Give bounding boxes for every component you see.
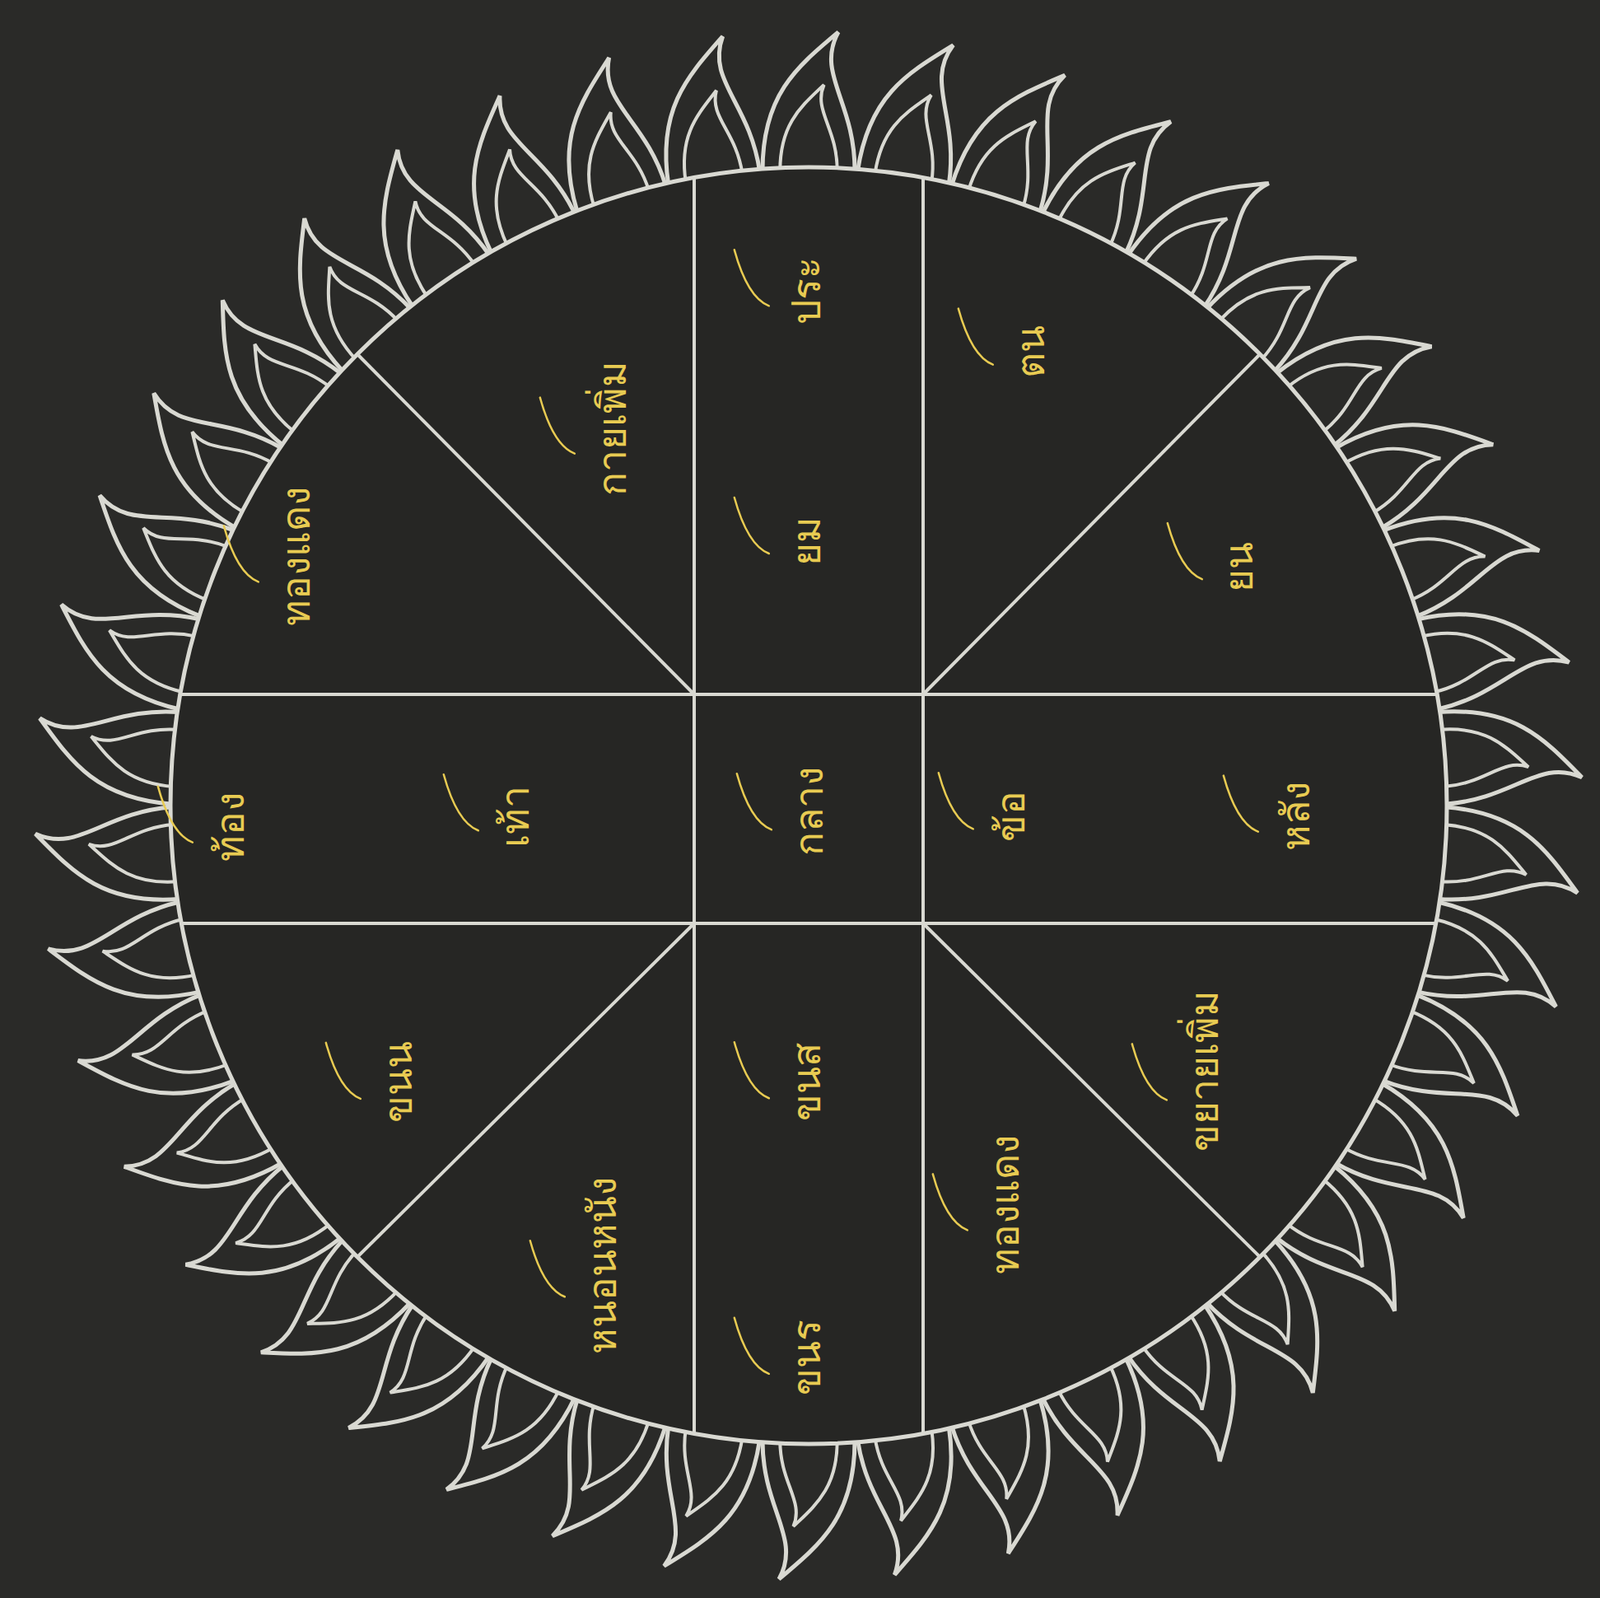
yellow-flourish — [443, 774, 479, 831]
flame-outline — [33, 701, 179, 804]
yellow-flourish — [1167, 522, 1203, 579]
yellow-flourish — [223, 525, 259, 582]
wheel-cell: ประยม — [775, 251, 837, 571]
flame-petal — [762, 1440, 855, 1579]
yellow-flourish — [530, 1240, 565, 1297]
flame-outline — [648, 1426, 761, 1577]
flame-inner — [779, 1440, 837, 1526]
wheel-cell: ตน — [999, 320, 1061, 383]
yellow-flourish — [938, 772, 974, 829]
cell-label: หลัง — [1269, 781, 1321, 851]
flame-outline — [858, 33, 971, 185]
cell-label: ประ — [780, 256, 832, 325]
wheel-cell: ท้อง เท้า — [199, 780, 546, 868]
wheel-cell: หลัง ข้อ — [979, 776, 1326, 856]
flame-petal — [33, 806, 179, 910]
grid-line — [692, 177, 696, 1434]
flame-outline — [858, 1426, 971, 1577]
yellow-flourish — [734, 249, 770, 306]
cell-label: ขยายเพิ่ม — [1178, 989, 1230, 1152]
flame-petal — [33, 701, 179, 804]
flame-outline — [1438, 806, 1584, 910]
grid-line — [181, 921, 1436, 925]
yellow-flourish — [734, 1317, 770, 1374]
wheel-grid — [180, 177, 1437, 1434]
cell-label: ขนส — [780, 1041, 832, 1120]
cell-label: ท้อง — [204, 792, 256, 862]
yellow-flourish — [734, 497, 770, 554]
yellow-flourish — [540, 397, 575, 454]
cell-label: กลาง — [783, 766, 835, 856]
cell-label: เท้า — [489, 784, 542, 847]
cell-label: ขนน — [372, 1040, 424, 1122]
flame-inner — [672, 1428, 742, 1522]
wheel-cell: ทองแดง — [974, 1129, 1036, 1279]
cell-label: หนอนหนัง — [576, 1175, 628, 1353]
grid-line — [921, 177, 925, 1434]
cell-label: ยน — [1213, 541, 1265, 592]
flame-inner — [875, 1428, 945, 1522]
flame-petal — [648, 33, 761, 185]
flame-petal — [1417, 587, 1573, 710]
flame-outline — [44, 901, 201, 1023]
flame-outline — [33, 806, 179, 910]
cell-label: กายเพิ่ม — [586, 360, 638, 496]
diagonal-line — [357, 923, 695, 1257]
flame-inner — [672, 88, 742, 182]
wheel-cell: ยน — [1208, 536, 1270, 598]
flame-outline — [762, 1440, 855, 1579]
yellow-flourish — [932, 1173, 968, 1230]
wheel-cell: ขนน — [367, 1035, 429, 1128]
flame-inner — [88, 824, 178, 888]
wheel-cell: ขนสขนร — [775, 1037, 837, 1401]
yellow-flourish — [326, 1042, 361, 1099]
cell-label: ขนร — [780, 1319, 832, 1395]
cell-label: ทองแดง — [979, 1133, 1031, 1274]
cell-label: ยม — [780, 516, 832, 566]
flame-petal — [44, 901, 201, 1023]
flame-border — [33, 32, 1583, 1579]
yellow-flourish — [737, 773, 772, 830]
flame-petal — [648, 1426, 761, 1577]
wheel-cell: กายเพิ่ม — [581, 355, 643, 501]
flame-inner — [1439, 723, 1530, 787]
flame-outline — [762, 32, 855, 171]
cell-label: ข้อ — [984, 790, 1036, 842]
flame-outline — [648, 33, 761, 185]
flame-petal — [762, 32, 855, 171]
flame-outline — [1417, 587, 1573, 710]
diagonal-line — [923, 354, 1260, 695]
flame-outline — [1438, 701, 1584, 804]
wheel-cell: ขยายเพิ่ม — [1173, 984, 1235, 1157]
diagonal-line — [357, 354, 695, 695]
wheel-cell: ทองแดง — [265, 481, 327, 631]
flame-inner — [875, 88, 945, 182]
wheel-cell: กลาง — [778, 761, 840, 861]
flame-petal — [1438, 806, 1584, 910]
flame-inner — [88, 723, 178, 787]
flame-inner — [779, 84, 837, 171]
flame-petal — [858, 33, 971, 185]
yellow-flourish — [158, 786, 193, 843]
grid-line — [180, 692, 1437, 696]
diagonal-line — [923, 923, 1260, 1257]
yellow-flourish — [1132, 1043, 1167, 1100]
yellow-flourish — [958, 308, 994, 365]
wheel-cell: หนอนหนัง — [571, 1171, 633, 1359]
cell-label: ตน — [1004, 325, 1056, 378]
flame-inner — [1439, 824, 1530, 888]
flame-petal — [858, 1426, 971, 1577]
flame-petal — [1438, 701, 1584, 804]
yellow-flourish — [1223, 775, 1259, 832]
cell-label: ทองแดง — [270, 485, 322, 626]
yellow-flourish — [734, 1041, 770, 1098]
wheel-circle — [170, 167, 1447, 1444]
